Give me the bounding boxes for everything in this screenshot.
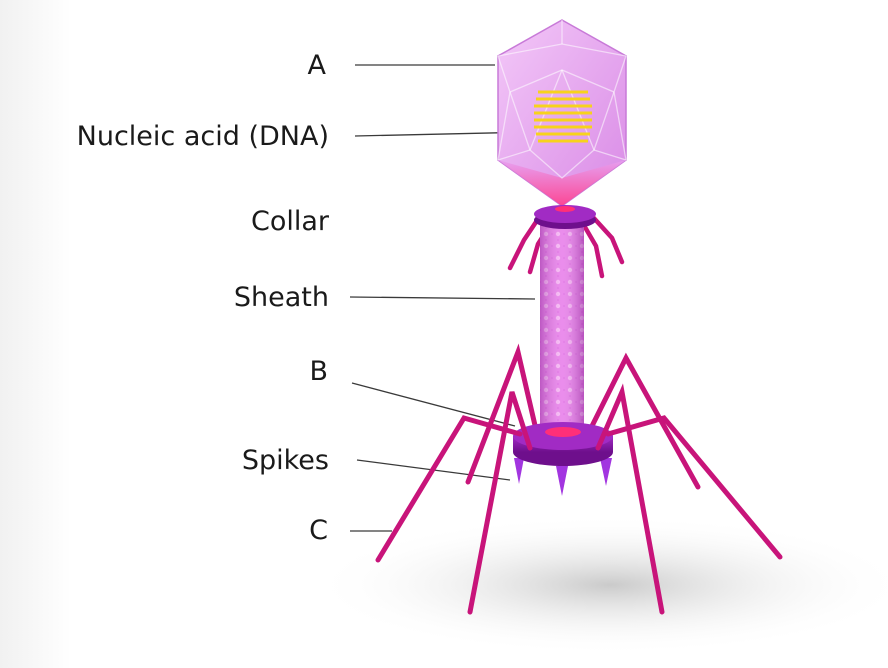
tail-fibers-front — [375, 383, 783, 615]
tail-fiber — [465, 343, 540, 485]
tail-sheath — [540, 222, 584, 434]
label-collar: Collar — [250, 206, 329, 237]
collar-fiber — [589, 213, 625, 265]
tail-fiber — [585, 352, 701, 490]
tail-fiber — [605, 415, 783, 560]
label-nucleic-acid: Nucleic acid (DNA) — [76, 121, 329, 152]
label-a: A — [307, 50, 326, 81]
baseplate — [513, 422, 613, 466]
collar-fiber — [579, 219, 605, 279]
label-b: B — [309, 356, 328, 387]
tail-fibers-back — [465, 343, 701, 490]
tail-fiber — [375, 415, 523, 563]
capsid-lower-cone — [498, 160, 626, 206]
spike — [600, 458, 612, 486]
tail-fiber — [595, 383, 665, 615]
leader-line-sheath — [349, 296, 536, 300]
collar-disc — [534, 205, 596, 229]
label-sheath: Sheath — [233, 282, 329, 313]
leader-lines — [349, 64, 536, 532]
capsid-head — [497, 19, 627, 207]
leader-line-b — [351, 382, 516, 427]
dna-coil — [534, 90, 592, 143]
label-c: C — [309, 515, 328, 546]
spike — [556, 466, 568, 496]
ground-shadow — [310, 515, 888, 655]
tail-fiber — [467, 391, 533, 615]
collar-fiber — [507, 213, 543, 271]
capsid-facets — [497, 20, 627, 179]
spikes — [514, 458, 612, 496]
spike — [514, 458, 524, 484]
label-spikes: Spikes — [241, 445, 329, 476]
